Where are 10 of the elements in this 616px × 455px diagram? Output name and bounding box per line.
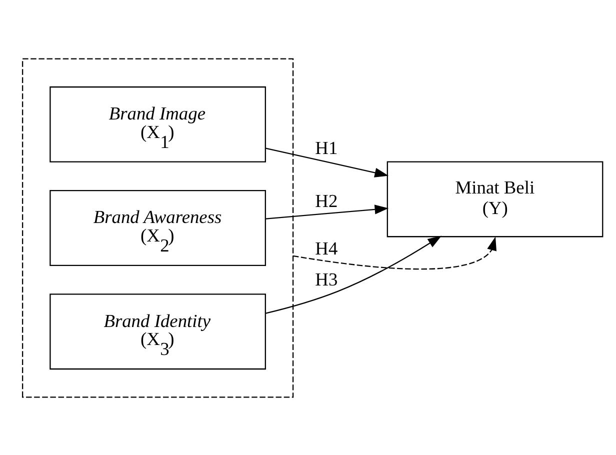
edge-label: H2 <box>315 190 338 211</box>
edge-label: H3 <box>315 268 338 289</box>
arrow <box>292 236 496 270</box>
arrow <box>266 147 389 177</box>
cluster <box>22 58 294 398</box>
edge-label: H1 <box>315 138 338 158</box>
edge-label: H4 <box>315 238 338 258</box>
node-box: Minat Beli (Y) <box>386 160 604 237</box>
arrow <box>266 204 389 219</box>
arrow <box>266 235 442 314</box>
